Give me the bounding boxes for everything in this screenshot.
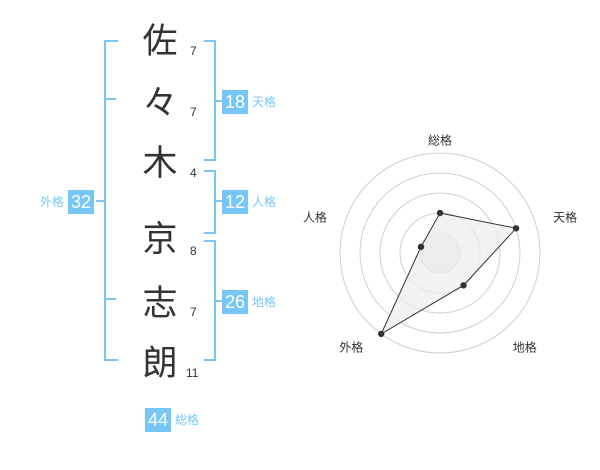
soukaku-label: 総格 (175, 413, 200, 427)
radar-point-1 (436, 209, 444, 217)
stroke-count-2: 7 (190, 105, 197, 119)
jinkaku-score: 12 人格 (222, 190, 276, 214)
chikaku-value: 26 (222, 290, 249, 314)
gaikaku-bracket-tick (106, 298, 116, 300)
stroke-count-6: 11 (186, 366, 199, 380)
gaikaku-bracket (104, 40, 118, 361)
name-char-4: 京 (142, 220, 178, 260)
jinkaku-connector (214, 200, 222, 202)
radar-grid-ring (359, 172, 521, 334)
gaikaku-value: 32 (68, 190, 95, 214)
radar-grid-ring (379, 192, 501, 314)
gaikaku-score: 外格 32 (40, 190, 95, 214)
jinkaku-bracket (204, 170, 216, 234)
jinkaku-label: 人格 (252, 195, 277, 209)
gaikaku-label: 外格 (40, 195, 65, 209)
radar-axis-label-2: 天格 (553, 210, 577, 225)
name-char-2: 々 (142, 84, 178, 124)
gaikaku-connector (96, 200, 105, 202)
stroke-count-3: 4 (190, 166, 197, 180)
radar-axis-label-5: 人格 (303, 210, 327, 225)
stroke-count-5: 7 (190, 305, 197, 319)
radar-point-3 (460, 282, 467, 289)
radar-grid-ring (339, 152, 541, 354)
name-char-6: 朗 (142, 344, 178, 384)
stroke-count-1: 7 (190, 44, 197, 58)
radar-axis-label-1: 総格 (428, 133, 452, 148)
chikaku-label: 地格 (252, 295, 277, 309)
jinkaku-value: 12 (222, 190, 249, 214)
gaikaku-bracket-tick (106, 98, 116, 100)
tenkaku-value: 18 (222, 90, 249, 114)
stroke-count-4: 8 (190, 244, 197, 258)
radar-point-2 (512, 225, 520, 232)
name-char-5: 志 (142, 284, 178, 324)
chikaku-score: 26 地格 (222, 290, 276, 314)
soukaku-score: 44 総格 (145, 408, 199, 432)
radar-point-4 (378, 330, 385, 338)
name-char-1: 佐 (142, 22, 178, 62)
radar-point-5 (417, 243, 425, 251)
radar-series-shape (380, 212, 518, 336)
tenkaku-label: 天格 (252, 95, 277, 109)
radar-axis-label-3: 地格 (513, 339, 537, 354)
tenkaku-connector (214, 100, 222, 102)
radar-axis-label-4: 外格 (339, 339, 363, 354)
soukaku-value: 44 (145, 408, 172, 432)
tenkaku-score: 18 天格 (222, 90, 276, 114)
chikaku-connector (214, 300, 222, 302)
name-char-3: 木 (142, 144, 178, 184)
